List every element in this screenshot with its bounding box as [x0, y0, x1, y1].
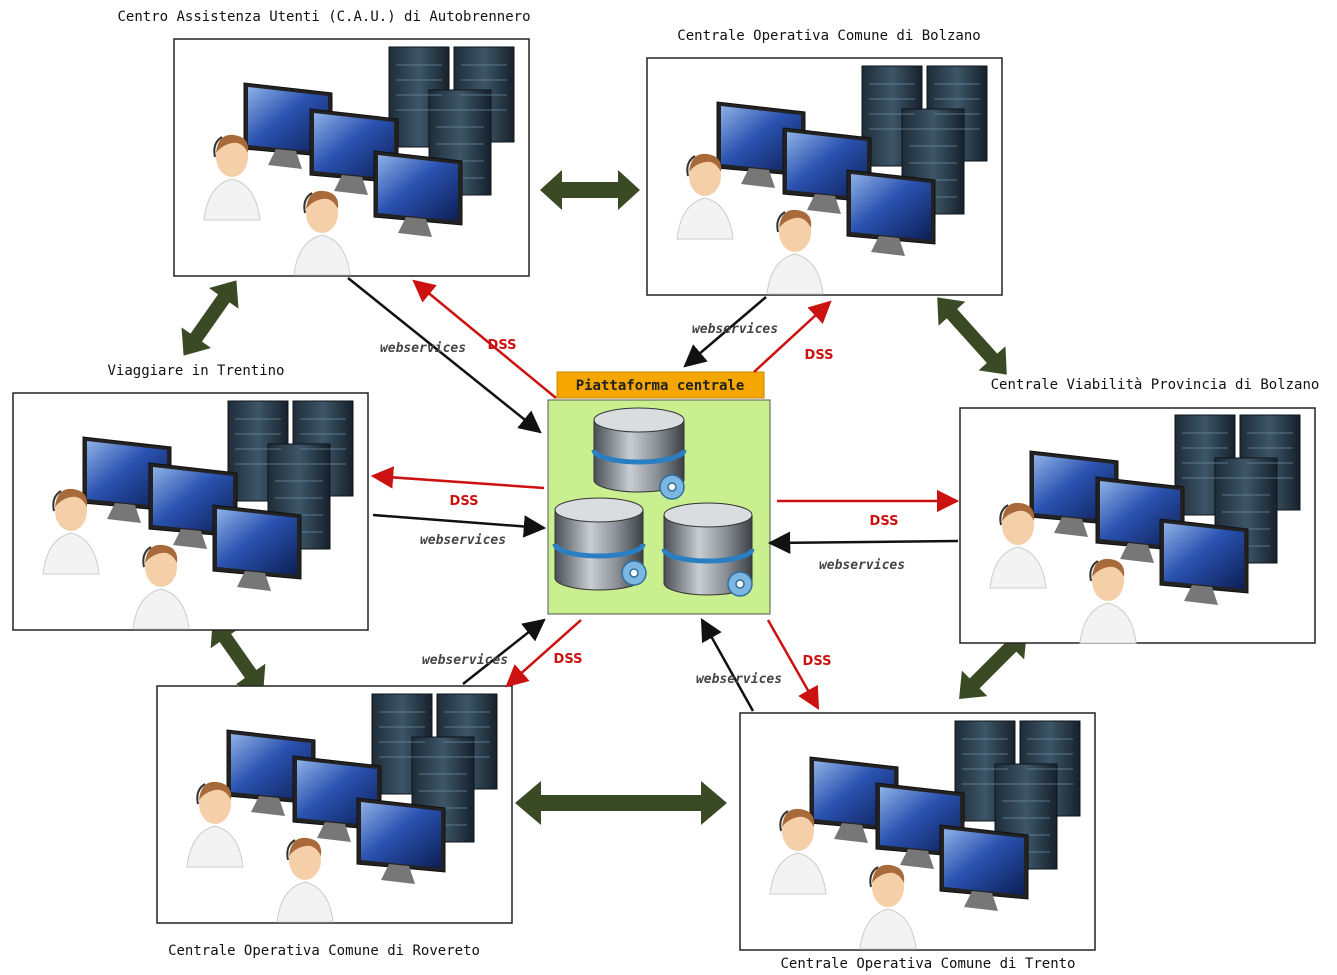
dss-arrow-rovereto	[505, 619, 582, 688]
dss-label-bolzano: DSS	[805, 348, 834, 363]
ws-label-rovereto: webservices	[422, 653, 508, 668]
node-cau: Centro Assistenza Utenti (C.A.U.) di Aut…	[117, 9, 531, 277]
node-title-cau: Centro Assistenza Utenti (C.A.U.) di Aut…	[117, 9, 530, 25]
node-title-bolzano: Centrale Operativa Comune di Bolzano	[677, 28, 980, 44]
dss-arrow-bolzano	[753, 300, 832, 373]
ws-label-trento: webservices	[696, 672, 782, 687]
ws-arrow-trentino	[372, 513, 547, 538]
nodes: Centro Assistenza Utenti (C.A.U.) di Aut…	[12, 9, 1320, 972]
gear-icon	[621, 474, 753, 597]
center-title-bar	[556, 371, 765, 399]
peer-arrow-trentino-rovereto	[210, 619, 266, 693]
ws-label-prov-bolzano: webservices	[819, 558, 905, 573]
center-title: Piattaforma centrale	[576, 378, 745, 394]
dss-label-trento: DSS	[803, 654, 832, 669]
central-platform: Piattaforma centrale	[547, 371, 771, 615]
peer-arrow-cau-bolzano	[540, 170, 640, 210]
peer-connections	[181, 170, 1027, 825]
dss-label-rovereto: DSS	[554, 652, 583, 667]
dss-label-prov-bolzano: DSS	[870, 514, 899, 529]
ws-arrow-cau	[347, 277, 542, 434]
node-prov-bolzano: Centrale Viabilità Provincia di Bolzano	[959, 377, 1320, 644]
node-trento: Centrale Operativa Comune di Trento	[739, 712, 1096, 972]
ws-label-cau: webservices	[380, 341, 466, 356]
dss-arrow-trento	[766, 619, 820, 710]
ws-arrow-trento	[700, 618, 755, 712]
peer-arrow-rovereto-trento	[515, 781, 727, 825]
node-trentino: Viaggiare in Trentino	[12, 363, 369, 631]
database-icon	[552, 407, 755, 596]
ws-label-bolzano: webservices	[692, 322, 778, 337]
ws-arrow-prov-bolzano	[767, 531, 959, 555]
ws-arrow-rovereto	[462, 618, 546, 685]
node-title-prov-bolzano: Centrale Viabilità Provincia di Bolzano	[991, 377, 1320, 393]
node-title-trentino: Viaggiare in Trentino	[107, 363, 284, 379]
peer-arrow-cau-trentino	[181, 280, 239, 356]
dss-arrow-cau	[412, 279, 557, 399]
ws-label-trentino: webservices	[420, 533, 506, 548]
data-flows	[347, 277, 960, 712]
dss-label-trentino: DSS	[450, 494, 479, 509]
peer-arrow-provbolzano-trento	[959, 631, 1027, 699]
flow-labels: webservices DSS webservices DSS DSS webs…	[380, 322, 905, 687]
dss-label-cau: DSS	[488, 338, 517, 353]
node-title-trento: Centrale Operativa Comune di Trento	[780, 956, 1075, 972]
ws-arrow-bolzano	[683, 296, 767, 368]
node-rovereto: Centrale Operativa Comune di Rovereto	[156, 685, 513, 959]
dss-arrow-trentino	[370, 466, 545, 490]
node-bolzano: Centrale Operativa Comune di Bolzano	[646, 28, 1003, 296]
peer-arrow-bolzano-provbolzano	[937, 297, 1007, 375]
node-title-rovereto: Centrale Operativa Comune di Rovereto	[168, 943, 480, 959]
